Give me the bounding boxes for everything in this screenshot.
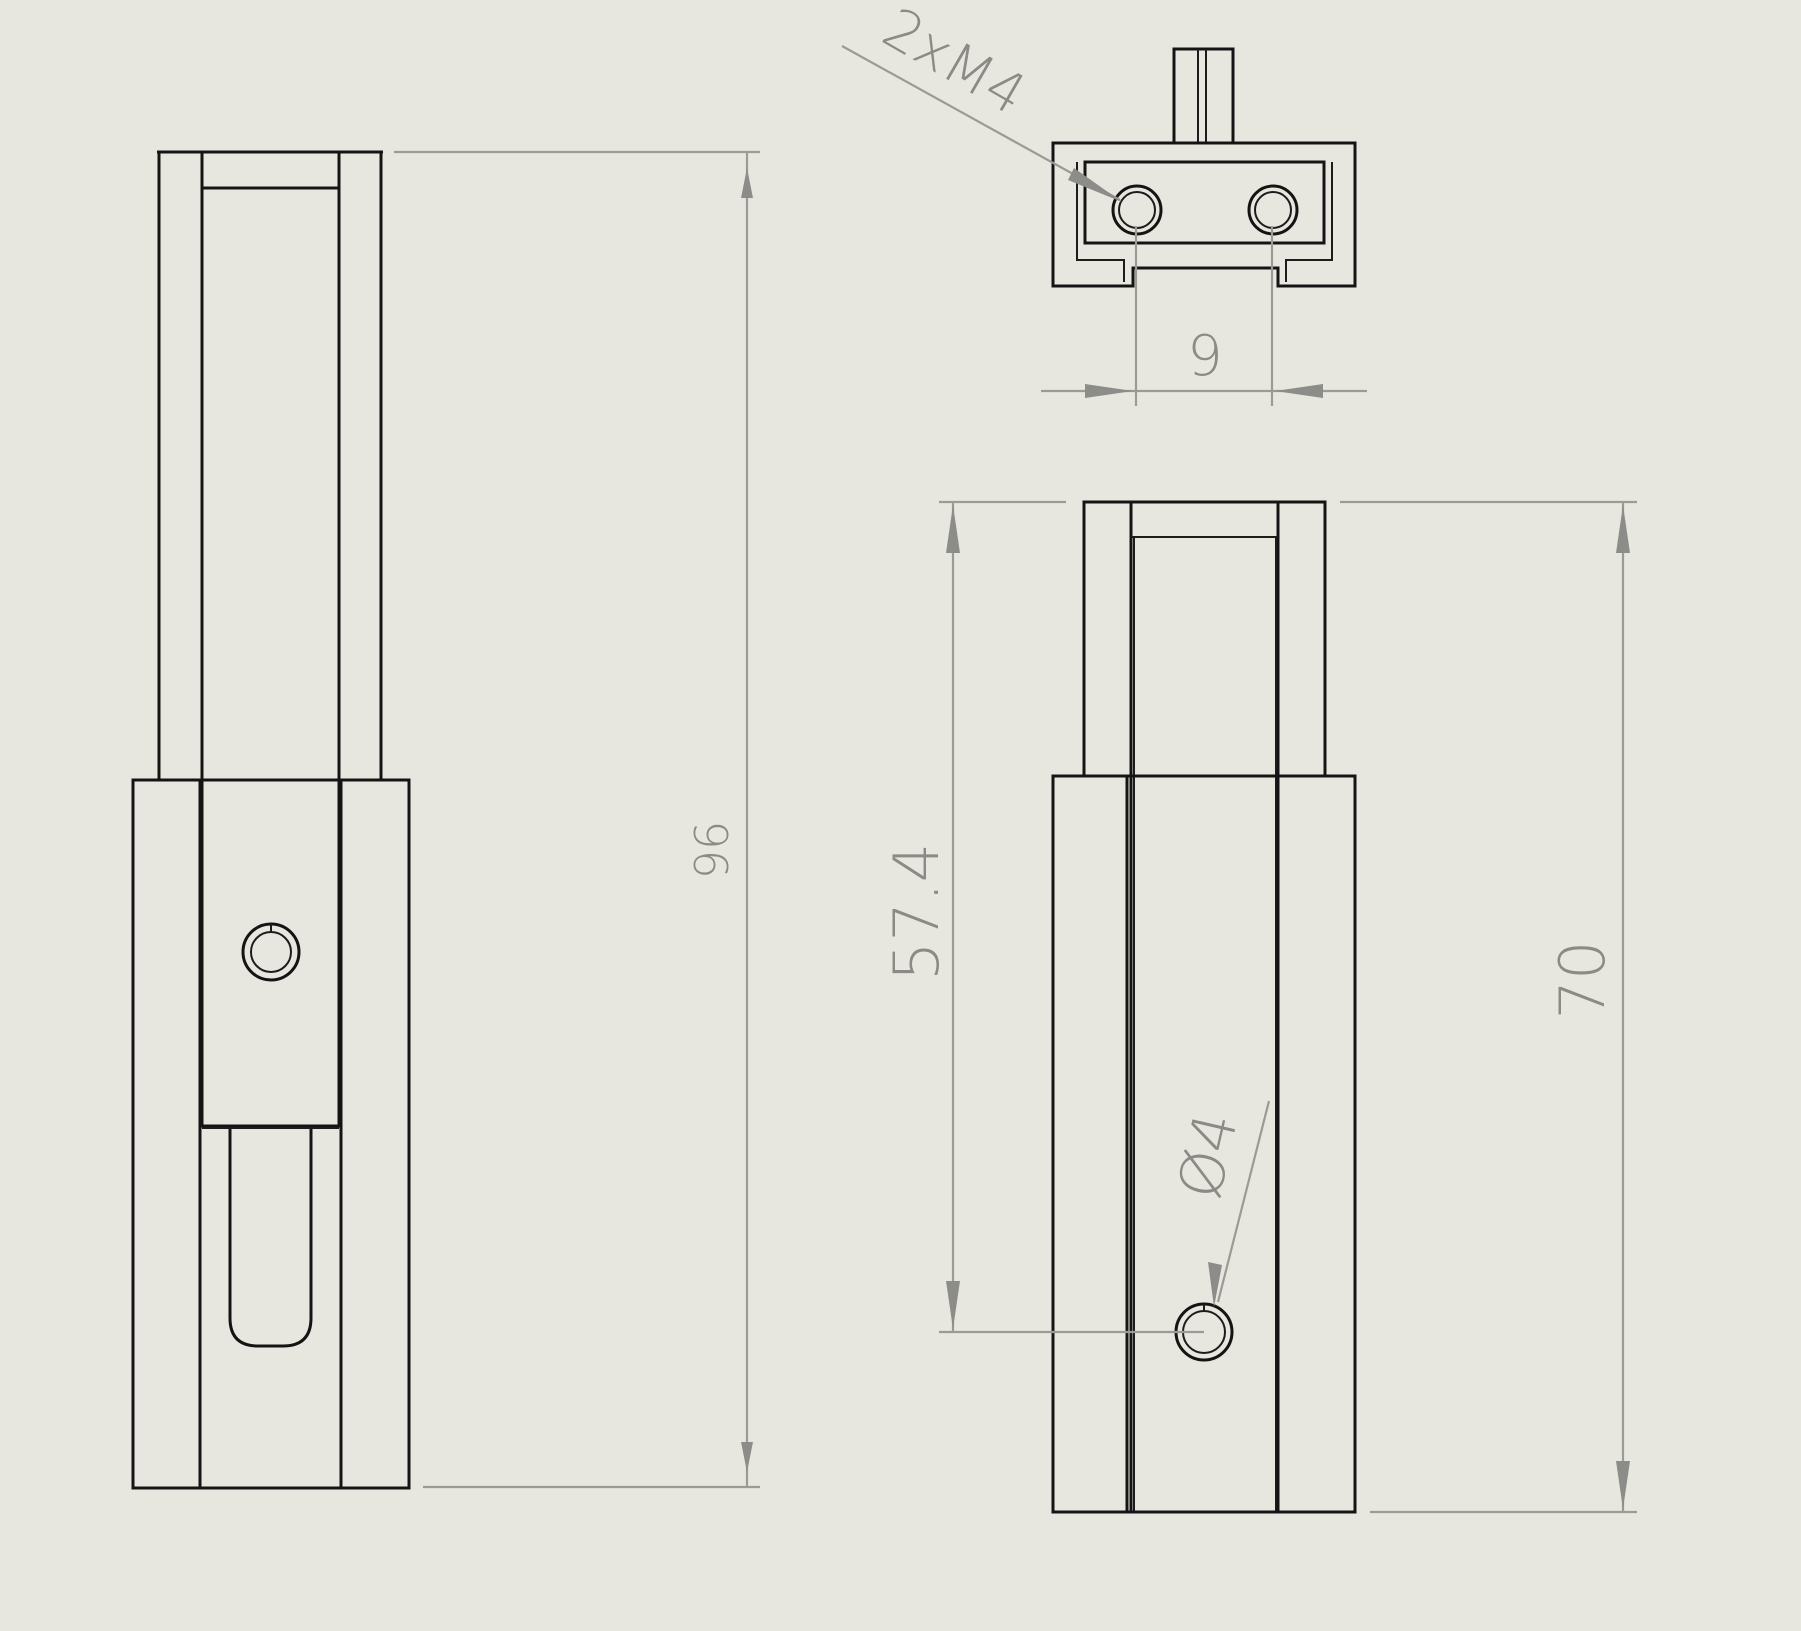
right-view-lower-housing bbox=[1051, 774, 1357, 1514]
right-view-upper-rail-left bbox=[1082, 500, 1133, 778]
dimension-hole-spacing: 9 bbox=[1041, 226, 1367, 406]
dim-96-arrow-top bbox=[741, 168, 753, 198]
left-view-inner-slider bbox=[200, 186, 341, 1128]
dimension-hole-height: 57.4 bbox=[880, 500, 1204, 1334]
top-view-channel-inner-left bbox=[1076, 162, 1125, 282]
top-view-inner-block bbox=[1083, 160, 1326, 245]
left-view-lower-housing bbox=[131, 778, 411, 1490]
left-view-slot bbox=[228, 1128, 313, 1348]
dim-57-4-label: 57.4 bbox=[880, 843, 953, 981]
dimension-overall-height-right: 70 bbox=[1340, 500, 1637, 1514]
dim-70-arrow-bottom bbox=[1616, 1461, 1630, 1509]
top-view-hole-right-inner bbox=[1254, 191, 1292, 229]
dim-57-4-arrow-top bbox=[946, 505, 960, 553]
callout-diameter-label: Ø4 bbox=[1165, 1106, 1252, 1205]
dim-70-label: 70 bbox=[1546, 941, 1619, 1020]
left-view-upper-rail-left bbox=[157, 150, 204, 782]
right-view-upper-rail-right bbox=[1276, 500, 1327, 778]
right-view bbox=[1051, 500, 1357, 1514]
dim-9-label: 9 bbox=[1187, 324, 1223, 389]
callout-hole-diameter: Ø4 bbox=[1165, 1100, 1271, 1307]
dimension-overall-height-left: 96 bbox=[394, 150, 760, 1489]
top-view-channel-outer bbox=[1051, 141, 1357, 288]
callout-2xm4-arrow bbox=[1068, 168, 1122, 202]
callout-diameter-arrow bbox=[1208, 1262, 1222, 1307]
left-view-hole-inner bbox=[250, 931, 292, 973]
top-view-channel-inner-right bbox=[1285, 162, 1333, 282]
top-view bbox=[1051, 47, 1357, 288]
top-view-hole-left-inner bbox=[1118, 191, 1156, 229]
dim-96-label: 96 bbox=[685, 821, 739, 880]
top-view-knob bbox=[1172, 47, 1235, 145]
callout-thread: 2xM4 bbox=[841, 0, 1122, 202]
dim-9-arrow-right bbox=[1275, 384, 1323, 398]
left-view-upper-rail-right bbox=[337, 150, 383, 782]
callout-diameter-leader bbox=[1216, 1100, 1271, 1303]
dim-57-4-arrow-bottom bbox=[946, 1281, 960, 1329]
dim-70-arrow-top bbox=[1616, 505, 1630, 553]
dim-96-arrow-bottom bbox=[741, 1442, 753, 1472]
dim-9-arrow-left bbox=[1085, 384, 1133, 398]
left-view bbox=[131, 150, 411, 1490]
